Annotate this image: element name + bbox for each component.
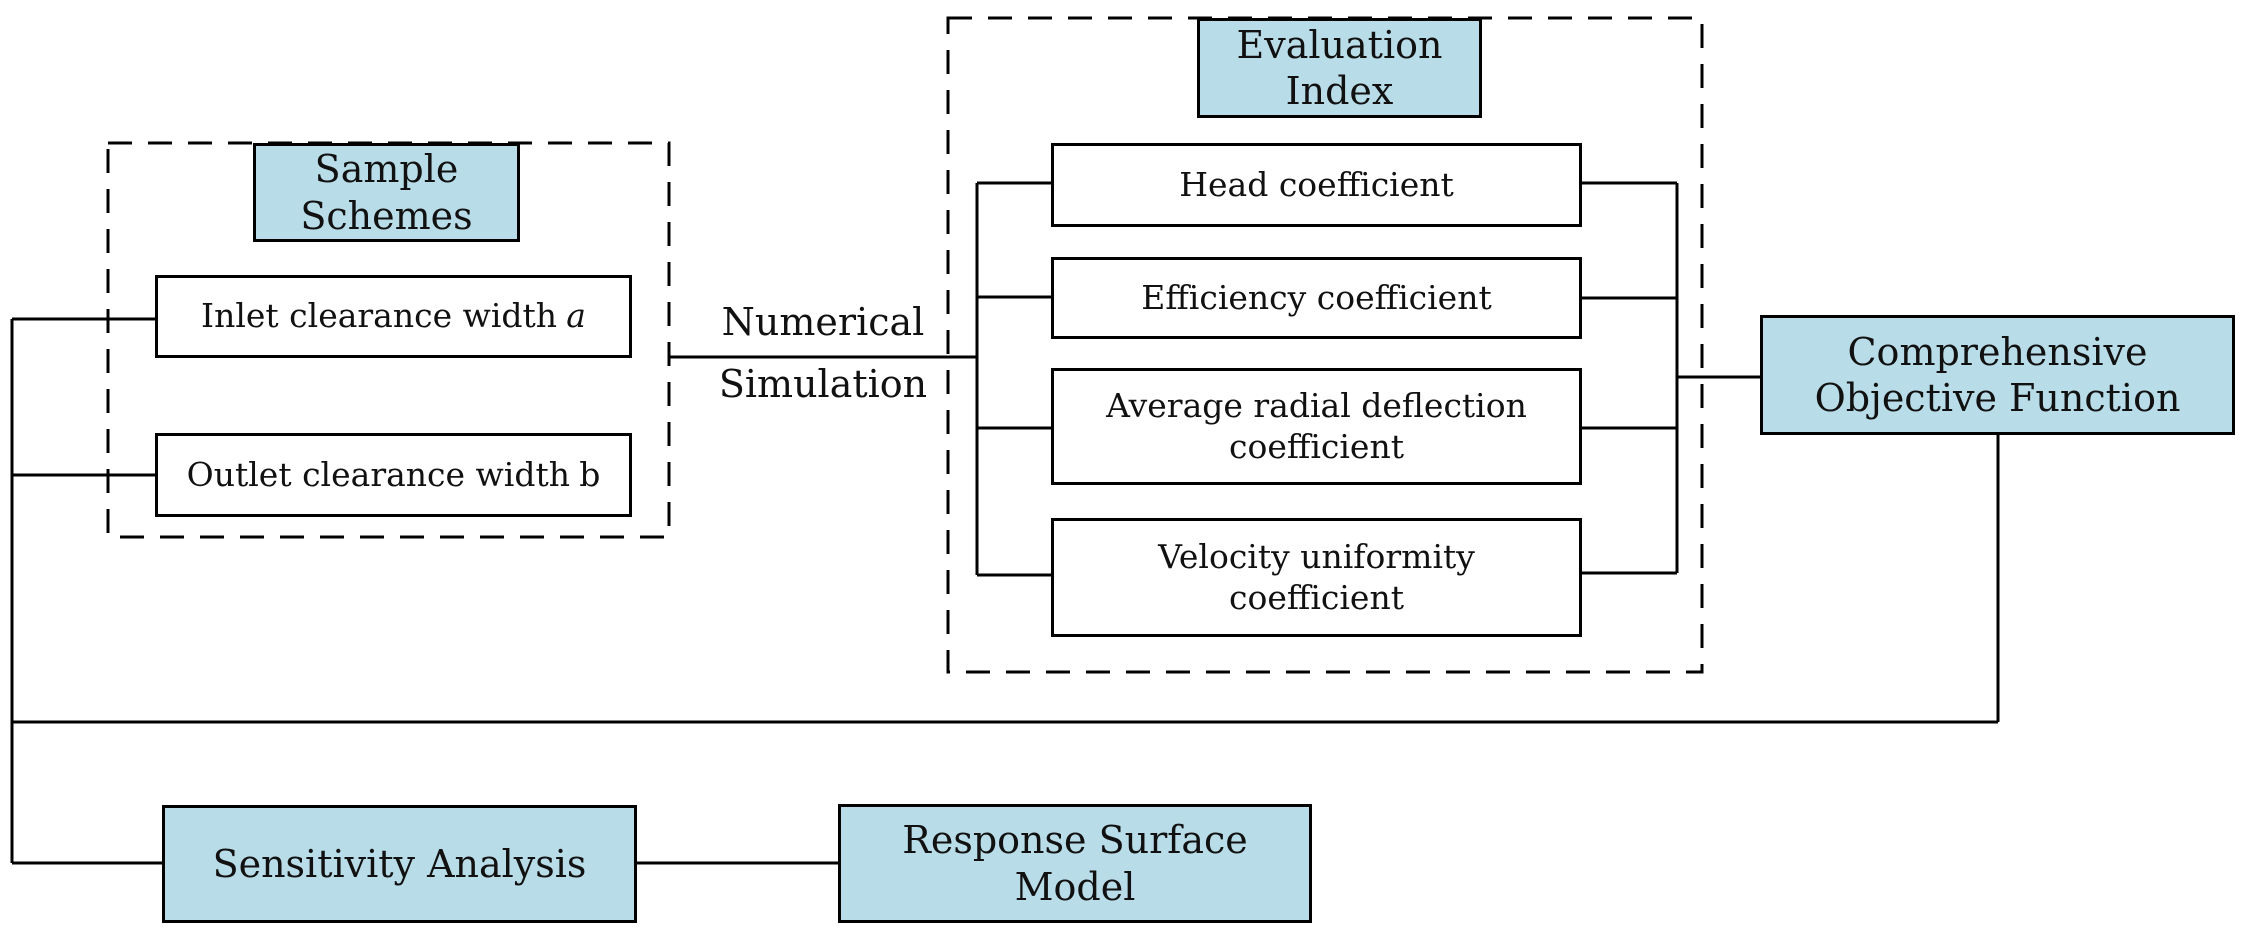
- head-coefficient-label: Head coefficient: [1179, 164, 1454, 204]
- outlet-clearance-box: Outlet clearance width b: [155, 433, 632, 517]
- average-radial-deflection-box: Average radial deflection coefficient: [1051, 368, 1582, 485]
- sample-schemes-title-box: Sample Schemes: [253, 143, 520, 242]
- numerical-label: Numerical: [721, 300, 925, 344]
- sensitivity-analysis-label: Sensitivity Analysis: [212, 841, 587, 886]
- inlet-variable-a: a: [566, 296, 586, 336]
- response-surface-model-label: Response Surface Model: [902, 818, 1248, 909]
- efficiency-coefficient-box: Efficiency coefficient: [1051, 257, 1582, 339]
- outlet-clearance-label: Outlet clearance width: [186, 454, 570, 494]
- efficiency-coefficient-label: Efficiency coefficient: [1141, 277, 1492, 317]
- outlet-variable-b: b: [579, 454, 601, 494]
- simulation-label: Simulation: [718, 362, 928, 406]
- average-radial-deflection-label: Average radial deflection coefficient: [1106, 386, 1527, 466]
- evaluation-index-title-label: Evaluation Index: [1236, 22, 1443, 113]
- velocity-uniformity-box: Velocity uniformity coefficient: [1051, 518, 1582, 637]
- sensitivity-analysis-box: Sensitivity Analysis: [162, 805, 637, 923]
- evaluation-index-title-box: Evaluation Index: [1197, 18, 1482, 118]
- velocity-uniformity-label: Velocity uniformity coefficient: [1158, 537, 1475, 617]
- response-surface-model-box: Response Surface Model: [838, 804, 1312, 923]
- inlet-clearance-box: Inlet clearance width a: [155, 275, 632, 358]
- inlet-clearance-label: Inlet clearance width: [201, 296, 558, 336]
- comprehensive-objective-function-box: Comprehensive Objective Function: [1760, 315, 2235, 435]
- sample-schemes-title-label: Sample Schemes: [300, 147, 473, 238]
- connector-lines: [10, 181, 2000, 865]
- comprehensive-objective-function-label: Comprehensive Objective Function: [1814, 329, 2181, 420]
- head-coefficient-box: Head coefficient: [1051, 143, 1582, 227]
